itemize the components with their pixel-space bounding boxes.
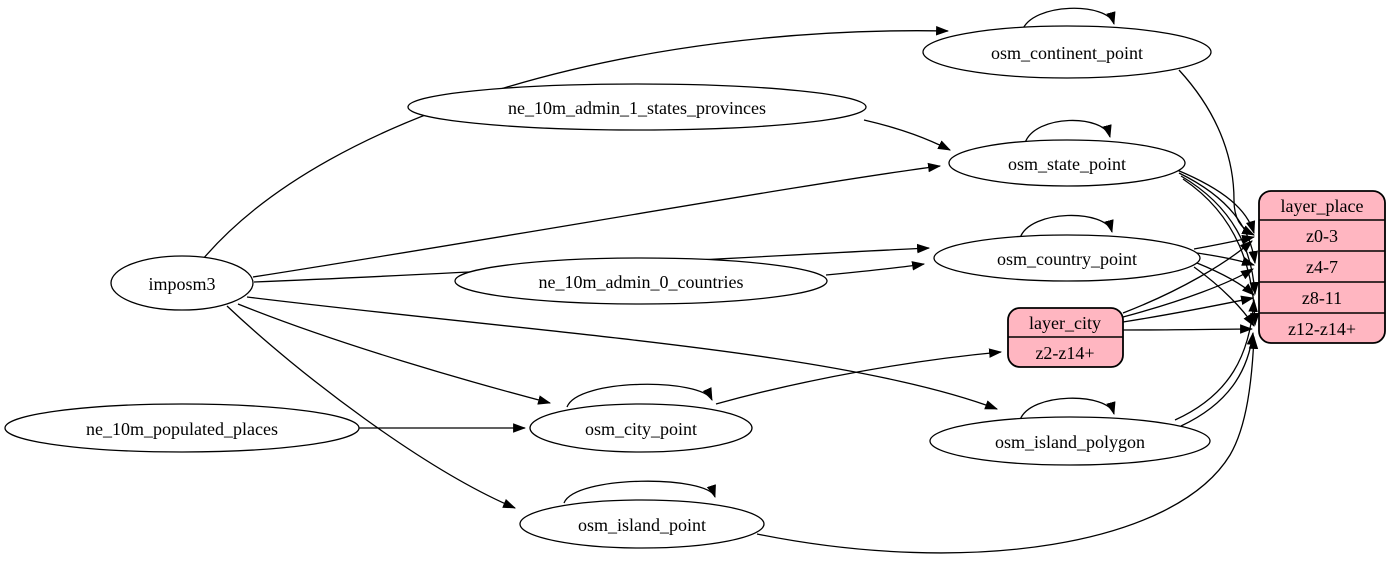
edge-osm-country-point-to-layer-place-z8-11 [1196,262,1255,296]
node-osm-country-point-label: osm_country_point [997,249,1137,269]
node-ne-10m-admin-1-states-provinces-shape [407,83,867,131]
selfloop-osm-continent-point [1021,7,1116,32]
layer-place-row-z0-3: z0-3 [1306,226,1338,246]
node-osm-state-point-label: osm_state_point [1008,154,1126,174]
node-osm-continent-point-shape [922,25,1212,79]
selfloop-osm-island-point [563,480,716,504]
node-osm-city-point-label: osm_city_point [585,419,697,439]
edge-osm-island-polygon-to-layer-place-z12-z14 [1180,331,1257,427]
layer-city-row-z2-z14: z2-z14+ [1035,343,1094,363]
node-layer-place-shape [1258,190,1386,344]
selfloop-osm-city-point [566,383,713,408]
edge-imposm3-to-osm-continent-point [202,26,950,260]
edge-osm-continent-point-to-layer-place-z0-3 [1178,69,1255,236]
edge-osm-island-polygon-to-layer-place-z8-11 [1174,298,1258,421]
edge-imposm3-to-osm-state-point [252,162,942,278]
node-osm-continent-point-label: osm_continent_point [991,43,1143,63]
node-ne-10m-admin-1-states-provinces-label: ne_10m_admin_1_states_provinces [508,98,766,118]
edge-imposm3-to-osm-island-polygon [246,296,999,410]
selfloop-osm-island-polygon [1019,397,1116,421]
node-imposm3-label: imposm3 [148,274,215,294]
node-osm-state-point-shape [948,139,1186,187]
selfloop-osm-state-point [1024,119,1112,144]
edge-layer-city-to-layer-place-z12-z14 [1122,324,1254,334]
edge-ne-10m-admin-0-to-osm-country-point [825,261,926,276]
node-ne-10m-populated-places: ne_10m_populated_places [4,403,360,453]
edges [202,7,1260,554]
node-osm-country-point: osm_country_point [933,234,1201,282]
node-ne-10m-admin-1-states-provinces: ne_10m_admin_1_states_provinces [407,83,867,131]
edge-imposm3-to-osm-city-point [237,303,552,405]
edge-osm-country-point-to-layer-place-z0-3 [1193,234,1256,250]
edge-ne-10m-admin-1-to-osm-state-point [863,119,951,151]
node-layer-place: layer_place z0-3 z4-7 z8-11 z12-z14+ [1258,190,1386,344]
node-osm-island-point: osm_island_point [519,499,765,549]
node-ne-10m-populated-places-label: ne_10m_populated_places [86,419,278,439]
node-osm-state-point: osm_state_point [948,139,1186,187]
node-osm-island-polygon-shape [929,416,1211,466]
node-layer-city: layer_city z2-z14+ [1007,307,1124,368]
node-osm-island-polygon: osm_island_polygon [929,416,1211,466]
node-osm-island-polygon-label: osm_island_polygon [995,432,1145,452]
edge-osm-city-point-to-layer-city-z2-z14 [715,348,1003,405]
edge-osm-country-point-to-layer-place-z12-z14 [1193,266,1255,327]
node-osm-city-point-shape [529,403,753,453]
edge-osm-state-point-to-layer-place-z8-11 [1180,175,1259,296]
layer-place-row-z12-z14: z12-z14+ [1288,319,1356,339]
layer-place-row-z8-11: z8-11 [1302,288,1342,308]
node-osm-island-point-shape [519,499,765,549]
node-osm-city-point: osm_city_point [529,403,753,453]
edge-layer-city-to-layer-place-z4-7 [1122,268,1254,318]
node-imposm3: imposm3 [110,255,254,311]
node-osm-country-point-shape [933,234,1201,282]
selfloop-osm-country-point [1019,214,1114,239]
node-layer-place-title: layer_place [1281,196,1364,216]
node-ne-10m-admin-0-countries: ne_10m_admin_0_countries [454,257,828,305]
edge-layer-city-to-layer-place-z0-3 [1122,240,1253,314]
edge-osm-state-point-to-layer-place-z0-3 [1176,169,1256,235]
node-osm-island-point-label: osm_island_point [578,515,706,535]
node-ne-10m-admin-0-countries-shape [454,257,828,305]
edge-osm-country-point-to-layer-place-z4-7 [1196,252,1256,266]
node-osm-continent-point: osm_continent_point [922,25,1212,79]
node-ne-10m-populated-places-shape [4,403,360,453]
node-imposm3-shape [110,255,254,311]
node-ne-10m-admin-0-countries-label: ne_10m_admin_0_countries [539,272,744,292]
node-layer-city-title: layer_city [1029,313,1101,333]
edge-osm-island-point-to-layer-place-z12-z14 [756,335,1259,554]
edge-imposm3-to-osm-island-point [226,305,516,509]
edge-layer-city-to-layer-place-z8-11 [1122,295,1255,323]
layer-place-row-z4-7: z4-7 [1306,257,1338,277]
